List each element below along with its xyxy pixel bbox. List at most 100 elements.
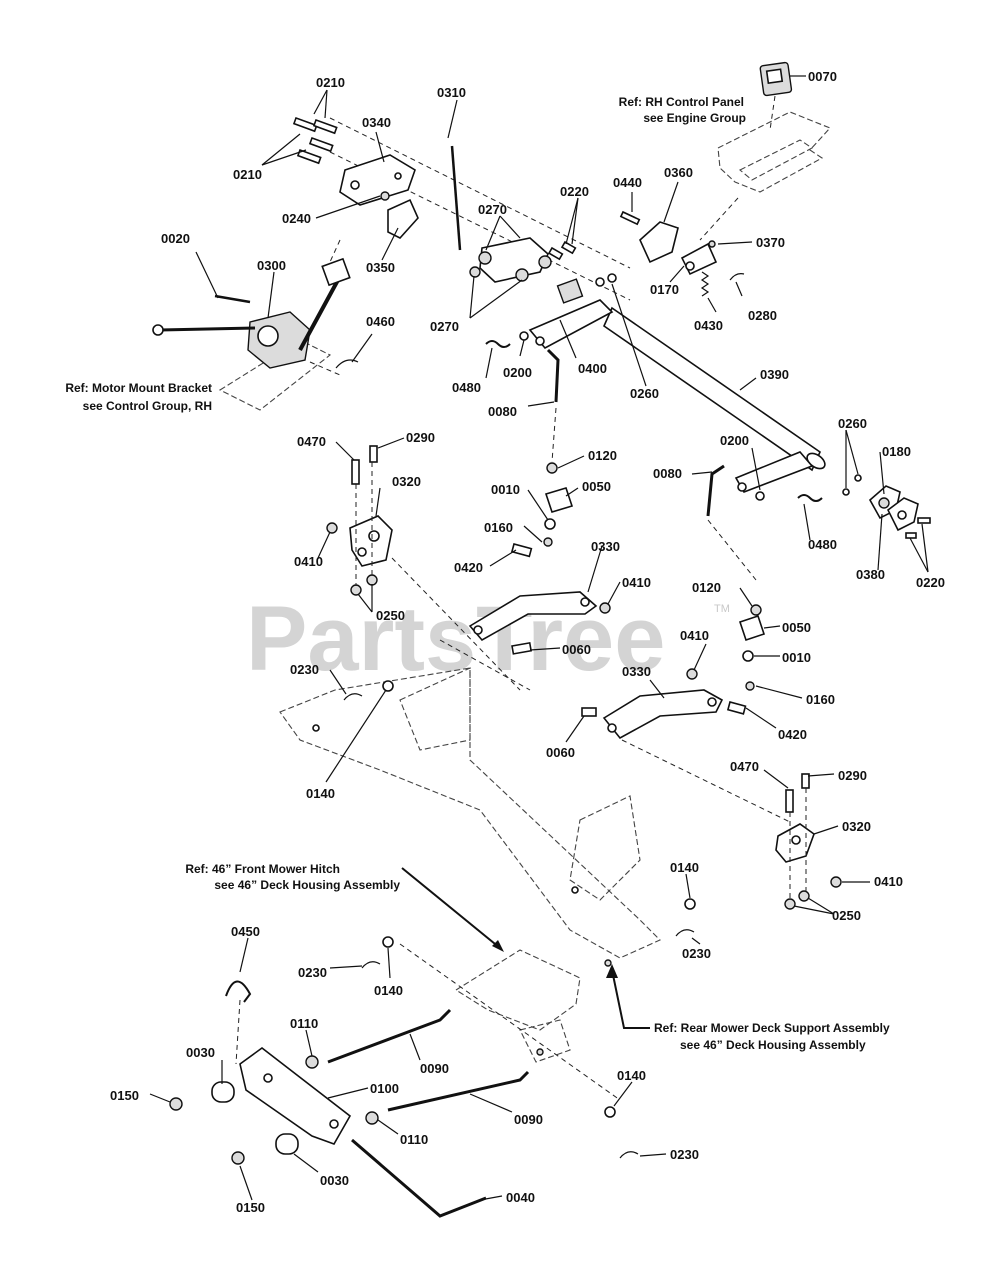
part-label: 0310	[437, 85, 466, 100]
part-label: 0050	[582, 479, 611, 494]
part-label: 0150	[236, 1200, 265, 1215]
svg-text:see 46” Deck Housing Assembly: see 46” Deck Housing Assembly	[214, 878, 400, 892]
ref-rh-control-panel: Ref: RH Control Panel see Engine Group	[619, 95, 746, 125]
ref-front-hitch: Ref: 46” Front Mower Hitch see 46” Deck …	[185, 862, 400, 892]
clip-0450	[225, 980, 252, 1003]
part-label: 0140	[306, 786, 335, 801]
part-label: 0460	[366, 314, 395, 329]
bracket-0100	[239, 1047, 352, 1145]
svg-text:see 46” Deck Housing Assembly: see 46” Deck Housing Assembly	[680, 1038, 866, 1052]
part-label: 0250	[832, 908, 861, 923]
part-label: 0450	[231, 924, 260, 939]
part-label: 0080	[653, 466, 682, 481]
part-label: 0160	[806, 692, 835, 707]
block-0050-right	[686, 604, 766, 691]
part-label: 0200	[503, 365, 532, 380]
part-label: 0410	[874, 874, 903, 889]
pin-0280	[729, 273, 745, 281]
part-label: 0120	[588, 448, 617, 463]
part-label: 0420	[778, 727, 807, 742]
part-label: 0210	[316, 75, 345, 90]
part-label: 0480	[808, 537, 837, 552]
pin-0230-right	[675, 929, 695, 937]
washer-0260-b	[607, 273, 617, 283]
part-label: 0220	[560, 184, 589, 199]
part-label: 0300	[257, 258, 286, 273]
part-label: 0220	[916, 575, 945, 590]
part-label: 0260	[838, 416, 867, 431]
part-label: 0080	[488, 404, 517, 419]
rod-0080-left	[546, 348, 560, 403]
part-label: 0030	[186, 1045, 215, 1060]
part-label: 0410	[622, 575, 651, 590]
rod-0310	[450, 145, 462, 251]
part-label: 0420	[454, 560, 483, 575]
part-label: 0230	[298, 965, 327, 980]
part-label: 0090	[514, 1112, 543, 1127]
block-0050-left	[510, 462, 574, 558]
svg-text:Ref: Rear Mower Deck Support A: Ref: Rear Mower Deck Support Assembly	[654, 1021, 890, 1035]
part-label: 0230	[290, 662, 319, 677]
arm-0200-right	[734, 451, 814, 501]
part-label: 0140	[374, 983, 403, 998]
part-label: 0050	[782, 620, 811, 635]
part-label: 0390	[760, 367, 789, 382]
part-label: 0070	[808, 69, 837, 84]
part-label: 0250	[376, 608, 405, 623]
watermark-trademark: TM	[714, 603, 730, 615]
part-label: 0260	[630, 386, 659, 401]
pin-0230-mid	[343, 693, 363, 701]
part-label: 0410	[680, 628, 709, 643]
part-label: 0330	[622, 664, 651, 679]
svg-text:Ref: 46” Front Mower Hitch: Ref: 46” Front Mower Hitch	[185, 862, 340, 876]
leader-lines	[149, 75, 929, 1201]
bracket-0350	[387, 198, 419, 239]
ref-rear-deck-support: Ref: Rear Mower Deck Support Assembly se…	[654, 1021, 890, 1052]
part-label: 0090	[420, 1061, 449, 1076]
part-label: 0030	[320, 1173, 349, 1188]
rods-0090	[327, 1008, 530, 1112]
part-label: 0340	[362, 115, 391, 130]
part-label: 0370	[756, 235, 785, 250]
bushings-0030	[169, 1081, 299, 1165]
frame-plate	[279, 667, 661, 967]
spring-0430	[700, 271, 710, 297]
washer-0140-mid	[382, 680, 394, 692]
part-label: 0480	[452, 380, 481, 395]
part-label: 0230	[682, 946, 711, 961]
part-label: 0120	[692, 580, 721, 595]
bracket-0340	[339, 154, 416, 206]
part-label: 0240	[282, 211, 311, 226]
arm-0330-left	[468, 591, 611, 642]
washer-0140-right	[684, 898, 696, 910]
part-label: 0010	[491, 482, 520, 497]
part-label: 0060	[546, 745, 575, 760]
part-label: 0100	[370, 1081, 399, 1096]
bearing-0180-0380	[842, 474, 931, 539]
pin-0230-bottom-left	[361, 961, 381, 969]
part-label: 0290	[838, 768, 867, 783]
ref-motor-mount: Ref: Motor Mount Bracket see Control Gro…	[65, 381, 212, 413]
rod-0080-right	[706, 464, 725, 517]
part-label: 0230	[670, 1147, 699, 1162]
part-label: 0210	[233, 167, 262, 182]
clip-0460	[335, 359, 359, 369]
bolt-0060-left	[511, 641, 533, 655]
svg-text:Ref: Motor Mount Bracket: Ref: Motor Mount Bracket	[65, 381, 212, 395]
part-label: 0320	[842, 819, 871, 834]
washer-0110-bottom	[365, 1111, 379, 1125]
part-label: 0200	[720, 433, 749, 448]
part-label: 0440	[613, 175, 642, 190]
motor-assembly-0300	[152, 257, 351, 411]
bolts-0210	[292, 116, 338, 165]
part-label: 0430	[694, 318, 723, 333]
part-label: 0400	[578, 361, 607, 376]
part-label: 0040	[506, 1190, 535, 1205]
bracket-0320-left	[326, 445, 393, 596]
part-label: 0110	[400, 1132, 428, 1147]
front-hitch-plate	[454, 949, 581, 1063]
bolts-0220-top	[547, 240, 577, 261]
part-label: 0020	[161, 231, 190, 246]
part-label: 0140	[670, 860, 699, 875]
